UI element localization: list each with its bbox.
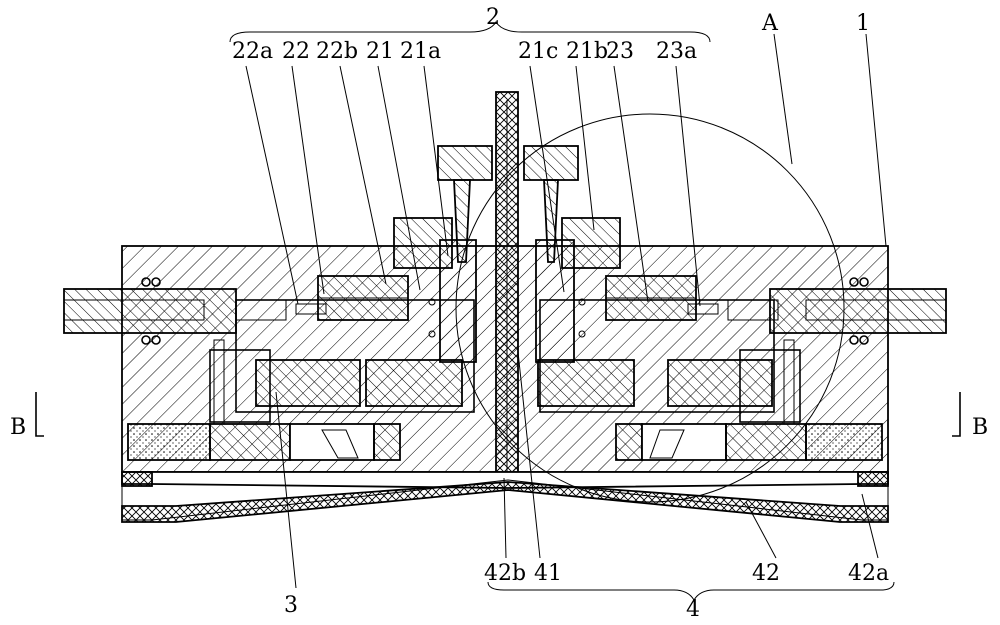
label-a: A xyxy=(761,11,779,36)
label-42a: 42a xyxy=(848,561,889,586)
label-21b: 21b xyxy=(566,39,608,64)
label-22b: 22b xyxy=(316,39,358,64)
valve-block-right xyxy=(605,275,719,321)
valve-block-left xyxy=(295,275,409,321)
label-b-right: B xyxy=(972,415,988,440)
section-marker-right xyxy=(952,392,961,437)
label-22a: 22a xyxy=(232,39,273,64)
brace-part-2 xyxy=(229,21,711,43)
label-3: 3 xyxy=(284,593,298,618)
label-42: 42 xyxy=(752,561,780,586)
springs xyxy=(428,298,586,338)
leader-lines xyxy=(245,33,887,589)
detail-circle-a xyxy=(455,113,845,503)
t-handle-right xyxy=(523,145,579,263)
label-23: 23 xyxy=(606,39,634,64)
t-handle-left xyxy=(437,145,493,263)
callout-labels: 2 A 1 22a 22 22b 21 21a 21c 21b 23 23a B… xyxy=(10,5,988,622)
right-outlet-tube xyxy=(727,288,947,334)
label-41: 41 xyxy=(534,561,562,586)
bottom-row-blocks xyxy=(127,423,883,461)
bottom-plate xyxy=(121,471,889,523)
label-2: 2 xyxy=(486,5,500,30)
label-22: 22 xyxy=(282,39,310,64)
label-1: 1 xyxy=(856,11,870,36)
label-42b: 42b xyxy=(484,561,526,586)
upper-boss-left xyxy=(393,217,477,363)
upper-boss-right xyxy=(535,217,621,363)
label-4: 4 xyxy=(686,597,700,622)
side-strips xyxy=(213,339,795,425)
label-21c: 21c xyxy=(518,39,558,64)
central-shaft xyxy=(495,91,519,481)
label-23a: 23a xyxy=(656,39,697,64)
lower-blocks xyxy=(255,359,773,407)
left-inlet-tube xyxy=(63,288,287,334)
label-b-left: B xyxy=(10,415,26,440)
brace-part-4 xyxy=(487,581,895,601)
o-rings xyxy=(141,277,869,345)
section-marker-left xyxy=(35,392,44,437)
label-21a: 21a xyxy=(400,39,441,64)
label-21: 21 xyxy=(366,39,394,64)
